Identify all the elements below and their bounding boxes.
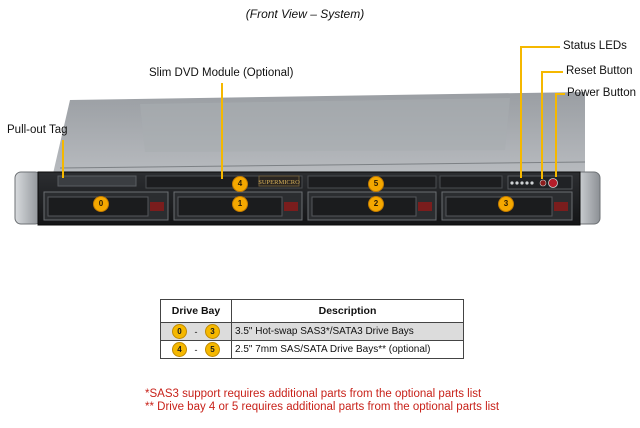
reset-button <box>539 179 547 187</box>
bay-badge-0: 0 <box>93 196 109 212</box>
col-header-drive-bay: Drive Bay <box>160 299 232 323</box>
callout-line-power <box>555 93 565 95</box>
bay-badge-3: 3 <box>498 196 514 212</box>
callout-line-pullout <box>62 140 64 178</box>
callout-line-dvd <box>221 83 223 179</box>
power-button <box>548 178 558 188</box>
description-cell: 2.5" 7mm SAS/SATA Drive Bays** (optional… <box>231 340 464 359</box>
status-leds-label: Status LEDs <box>563 40 627 52</box>
brand-label: SUPERMICRO <box>258 179 300 186</box>
footnote-sas3: *SAS3 support requires additional parts … <box>145 388 482 400</box>
status-led <box>520 181 524 185</box>
footnote-bay-4-5: ** Drive bay 4 or 5 requires additional … <box>145 401 500 413</box>
status-led <box>515 181 519 185</box>
table-row: 4-5 2.5" 7mm SAS/SATA Drive Bays** (opti… <box>160 340 464 359</box>
description-cell: 3.5" Hot-swap SAS3*/SATA3 Drive Bays <box>231 322 464 341</box>
figure-caption: (Front View – System) <box>245 7 365 21</box>
bay-badge-4: 4 <box>232 176 248 192</box>
pullout-tag-label: Pull-out Tag <box>7 124 68 136</box>
callout-line-reset <box>541 71 563 73</box>
bay-badge-1: 1 <box>232 196 248 212</box>
bay-badge-5: 5 <box>368 176 384 192</box>
callout-line-status-leds <box>520 46 522 178</box>
callout-line-reset <box>541 71 543 179</box>
server-front-illustration: SUPERMICRO <box>14 92 601 226</box>
bay-badge: 4 <box>172 342 187 357</box>
status-led <box>510 181 514 185</box>
range-dash: - <box>194 326 198 337</box>
brand-plate <box>258 175 300 187</box>
bay-badge: 5 <box>205 342 220 357</box>
status-led <box>530 181 534 185</box>
callout-line-power <box>555 93 557 177</box>
reset-button-label: Reset Button <box>566 65 633 77</box>
bay-range-cell: 0-3 <box>160 322 232 341</box>
status-led <box>525 181 529 185</box>
table-row: 0-3 3.5" Hot-swap SAS3*/SATA3 Drive Bays <box>160 322 464 341</box>
drive-bay-table: Drive Bay Description 0-3 3.5" Hot-swap … <box>160 299 464 359</box>
rack-ear-left <box>14 171 42 225</box>
bay-badge-2: 2 <box>368 196 384 212</box>
range-dash: - <box>194 344 198 355</box>
slim-dvd-label: Slim DVD Module (Optional) <box>149 67 294 79</box>
pullout-tag <box>57 175 137 187</box>
bay-badge: 3 <box>205 324 220 339</box>
power-button-label: Power Button <box>567 87 637 99</box>
bay-range-cell: 4-5 <box>160 340 232 359</box>
footnotes: *SAS3 support requires additional parts … <box>145 388 499 414</box>
col-header-description: Description <box>231 299 464 323</box>
callout-line-status-leds <box>520 46 560 48</box>
bay-badge: 0 <box>172 324 187 339</box>
